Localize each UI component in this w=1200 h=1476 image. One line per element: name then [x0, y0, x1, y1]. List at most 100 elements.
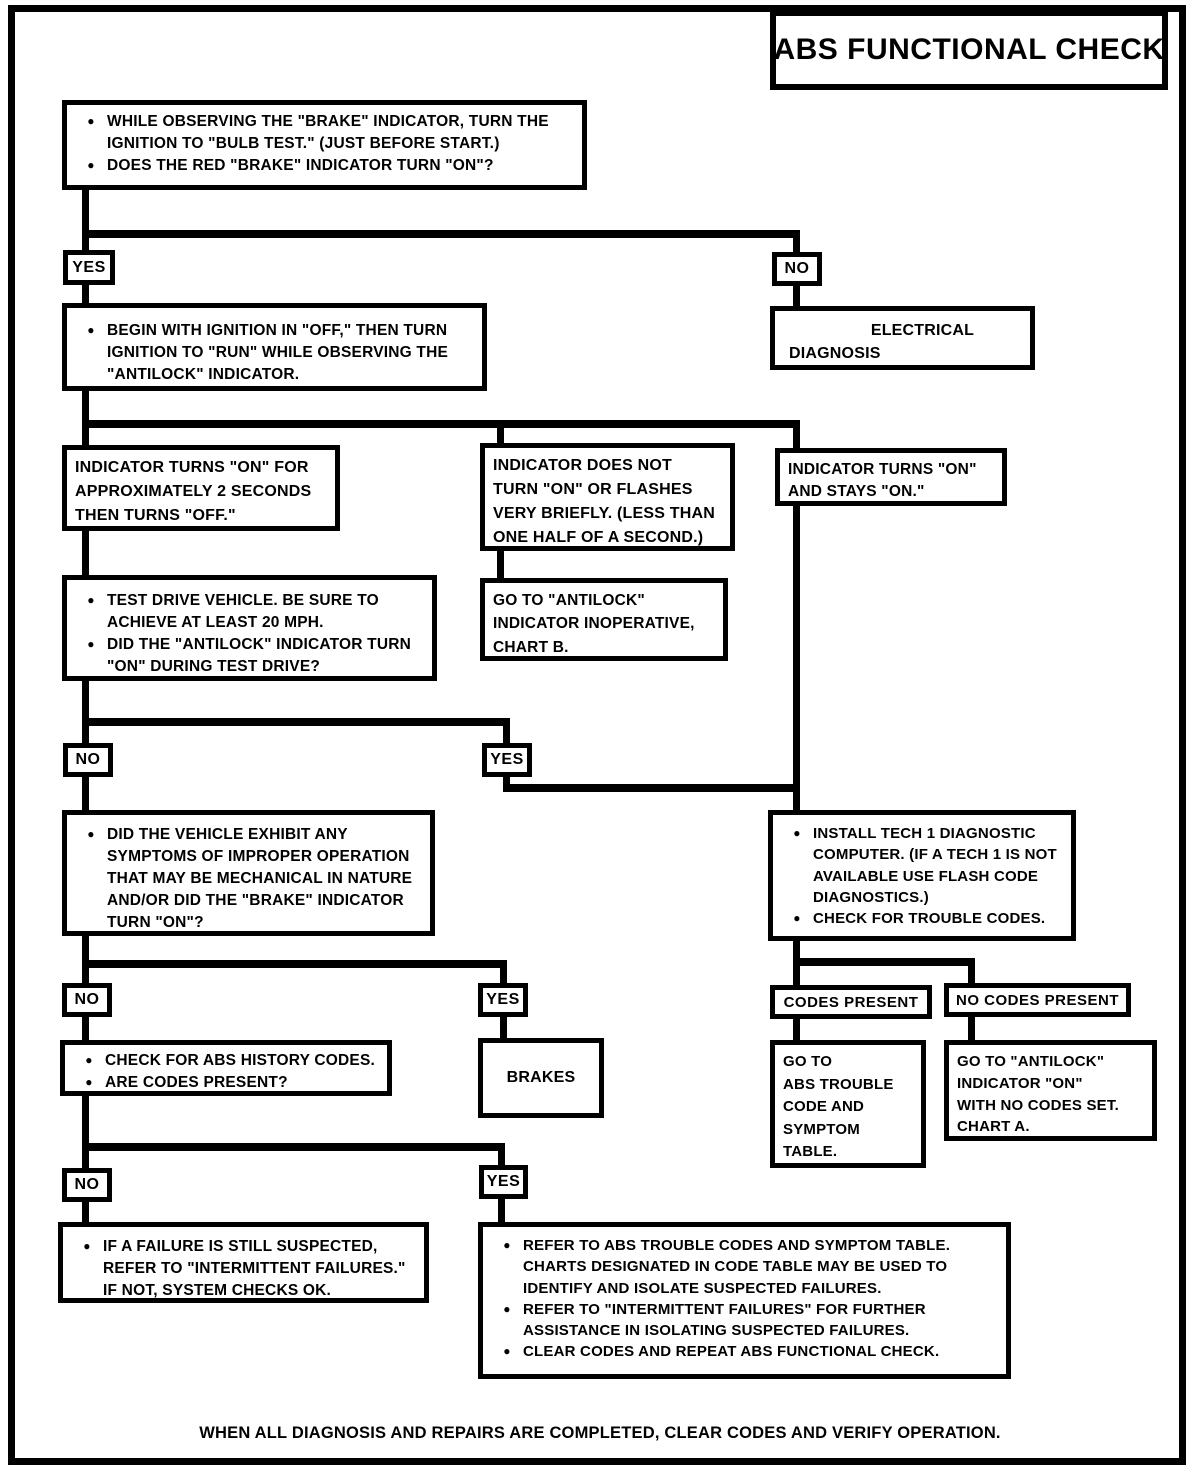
- connector-line: [968, 958, 975, 984]
- list-item: ● REFER TO ABS TROUBLE CODES AND SYMPTOM…: [491, 1235, 998, 1299]
- list-item: ● BEGIN WITH IGNITION IN "OFF," THEN TUR…: [75, 320, 474, 386]
- connector-line: [82, 230, 800, 238]
- connector-line: [503, 776, 510, 790]
- connector-line: [82, 1201, 89, 1223]
- connector-line: [793, 1018, 800, 1041]
- step-text: CHECK FOR ABS HISTORY CODES.: [105, 1052, 375, 1069]
- node-text: ELECTRICAL: [870, 322, 975, 339]
- node-vehicle-symptoms: ● DID THE VEHICLE EXHIBIT ANY SYMPTOMS O…: [62, 810, 435, 936]
- bullet-icon: ●: [503, 1344, 511, 1359]
- decision-no: NO: [62, 983, 112, 1017]
- node-trouble-code-table: GO TO ABS TROUBLE CODE AND SYMPTOM TABLE…: [770, 1040, 926, 1168]
- connector-line: [793, 958, 975, 966]
- connector-line: [497, 424, 504, 446]
- connector-line: [82, 1016, 89, 1041]
- step-text: REFER TO "INTERMITTENT FAILURES" FOR FUR…: [523, 1300, 926, 1340]
- step-text: TEST DRIVE VEHICLE. BE SURE TO ACHIEVE A…: [107, 592, 379, 631]
- node-indicator-2s: INDICATOR TURNS "ON" FOR APPROXIMATELY 2…: [62, 445, 340, 531]
- node-refer-table: ● REFER TO ABS TROUBLE CODES AND SYMPTOM…: [478, 1222, 1011, 1379]
- connector-line: [82, 285, 89, 305]
- step-text: ARE CODES PRESENT?: [105, 1074, 288, 1091]
- bullet-icon: ●: [793, 911, 801, 926]
- bullet-icon: ●: [793, 826, 801, 840]
- list-item: ● WHILE OBSERVING THE "BRAKE" INDICATOR,…: [75, 111, 574, 155]
- connector-line: [498, 1143, 505, 1166]
- node-start: ● WHILE OBSERVING THE "BRAKE" INDICATOR,…: [62, 100, 587, 190]
- connector-line: [793, 286, 800, 308]
- page-title: ABS FUNCTIONAL CHECK: [770, 10, 1168, 90]
- step-text: INSTALL TECH 1 DIAGNOSTIC COMPUTER. (IF …: [813, 825, 1057, 906]
- list-item: ● CHECK FOR TROUBLE CODES.: [781, 908, 1063, 929]
- connector-line: [500, 1016, 507, 1039]
- decision-no: NO: [63, 743, 113, 777]
- node-history-codes: ● CHECK FOR ABS HISTORY CODES. ● ARE COD…: [60, 1040, 392, 1096]
- connector-line: [793, 958, 800, 986]
- decision-codes-present: CODES PRESENT: [770, 985, 932, 1019]
- connector-line: [793, 940, 800, 965]
- decision-yes: YES: [63, 250, 115, 285]
- decision-no: NO: [772, 252, 822, 286]
- connector-line: [497, 549, 504, 579]
- connector-line: [968, 1016, 975, 1041]
- decision-no: NO: [62, 1168, 112, 1202]
- step-text: REFER TO ABS TROUBLE CODES AND SYMPTOM T…: [523, 1237, 951, 1297]
- decision-yes: YES: [479, 1165, 528, 1199]
- bullet-icon: ●: [87, 323, 95, 337]
- list-item: ● TEST DRIVE VEHICLE. BE SURE TO ACHIEVE…: [75, 590, 424, 634]
- step-text: CHECK FOR TROUBLE CODES.: [813, 910, 1046, 928]
- list-item: ● DID THE "ANTILOCK" INDICATOR TURN "ON"…: [75, 634, 424, 678]
- node-chart-a: GO TO "ANTILOCK" INDICATOR "ON" WITH NO …: [944, 1040, 1157, 1141]
- decision-yes: YES: [482, 743, 532, 777]
- step-text: CLEAR CODES AND REPEAT ABS FUNCTIONAL CH…: [523, 1343, 940, 1361]
- connector-line: [793, 504, 800, 812]
- node-brakes: BRAKES: [478, 1038, 604, 1118]
- connector-line: [82, 529, 89, 576]
- node-intermittent: ● IF A FAILURE IS STILL SUSPECTED, REFER…: [58, 1222, 429, 1303]
- connector-line: [82, 390, 89, 426]
- bullet-icon: ●: [87, 827, 95, 841]
- connector-line: [498, 1198, 505, 1223]
- step-text: WHILE OBSERVING THE "BRAKE" INDICATOR, T…: [107, 113, 549, 152]
- node-begin-run: ● BEGIN WITH IGNITION IN "OFF," THEN TUR…: [62, 303, 487, 391]
- bullet-icon: ●: [503, 1238, 511, 1252]
- connector-line: [82, 680, 89, 744]
- step-text: DID THE VEHICLE EXHIBIT ANY SYMPTOMS OF …: [107, 826, 413, 931]
- connector-line: [82, 935, 89, 984]
- list-item: ● INSTALL TECH 1 DIAGNOSTIC COMPUTER. (I…: [781, 823, 1063, 908]
- list-item: ● ARE CODES PRESENT?: [73, 1072, 379, 1094]
- footer-note: WHEN ALL DIAGNOSIS AND REPAIRS ARE COMPL…: [199, 1424, 1001, 1442]
- connector-line: [500, 960, 507, 984]
- step-text: BEGIN WITH IGNITION IN "OFF," THEN TURN …: [107, 322, 449, 383]
- connector-line: [793, 424, 800, 450]
- connector-line: [82, 190, 89, 252]
- node-install-tech1: ● INSTALL TECH 1 DIAGNOSTIC COMPUTER. (I…: [768, 810, 1076, 941]
- node-text: DIAGNOSIS: [789, 344, 881, 362]
- list-item: ● CLEAR CODES AND REPEAT ABS FUNCTIONAL …: [491, 1341, 998, 1362]
- bullet-icon: ●: [87, 158, 95, 172]
- node-test-drive: ● TEST DRIVE VEHICLE. BE SURE TO ACHIEVE…: [62, 575, 437, 681]
- connector-line: [82, 426, 89, 446]
- connector-line: [503, 784, 800, 792]
- connector-line: [82, 1095, 89, 1169]
- step-text: IF A FAILURE IS STILL SUSPECTED, REFER T…: [103, 1238, 406, 1299]
- connector-line: [82, 960, 505, 968]
- connector-line: [793, 230, 800, 254]
- bullet-icon: ●: [87, 593, 95, 607]
- connector-line: [82, 420, 800, 428]
- list-item: ● IF A FAILURE IS STILL SUSPECTED, REFER…: [71, 1236, 416, 1302]
- node-electrical-diagnosis: ELECTRICAL DIAGNOSIS: [770, 306, 1035, 370]
- list-item: ● DOES THE RED "BRAKE" INDICATOR TURN "O…: [75, 155, 574, 177]
- bullet-icon: ●: [87, 114, 95, 128]
- step-text: DID THE "ANTILOCK" INDICATOR TURN "ON" D…: [107, 636, 412, 675]
- bullet-icon: ●: [85, 1053, 93, 1067]
- connector-line: [82, 1143, 505, 1151]
- step-text: DOES THE RED "BRAKE" INDICATOR TURN "ON"…: [107, 157, 494, 174]
- node-indicator-stays-on: INDICATOR TURNS "ON" AND STAYS "ON.": [775, 448, 1007, 506]
- page-border: [8, 5, 1186, 1465]
- list-item: ● DID THE VEHICLE EXHIBIT ANY SYMPTOMS O…: [75, 824, 422, 934]
- bullet-icon: ●: [87, 637, 95, 651]
- decision-yes: YES: [478, 983, 528, 1017]
- connector-line: [82, 776, 89, 811]
- bullet-icon: ●: [503, 1301, 511, 1316]
